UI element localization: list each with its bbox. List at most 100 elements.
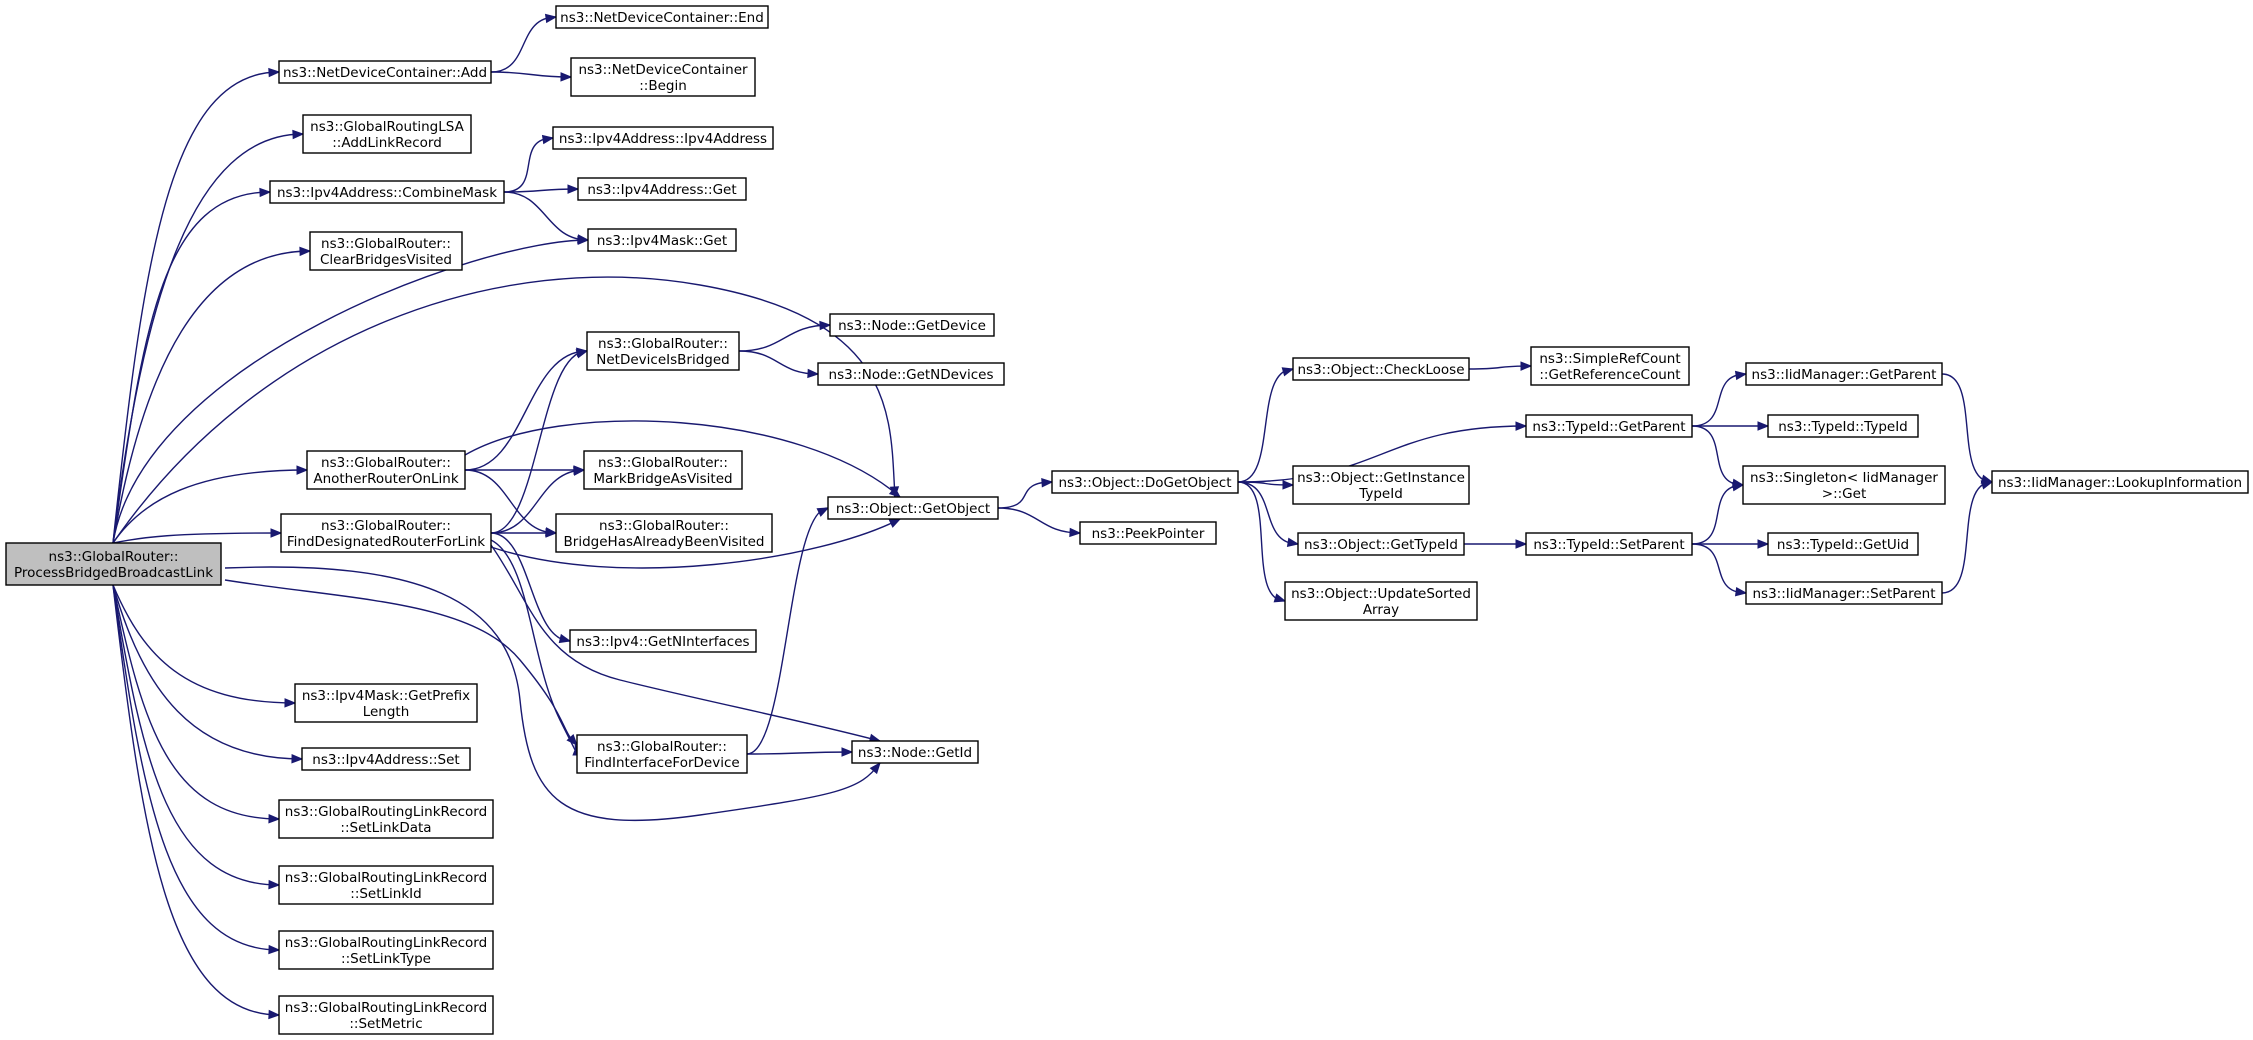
node-box: [577, 177, 747, 201]
node-label-line: ns3::Object::UpdateSorted: [1291, 586, 1471, 602]
node-label-line: ns3::Node::GetDevice: [838, 318, 986, 334]
node-label-line: FindInterfaceForDevice: [584, 755, 739, 771]
node-ipv4_getninterfaces[interactable]: ns3::Ipv4::GetNInterfaces: [569, 629, 757, 653]
edge-arrowhead: [1734, 586, 1748, 597]
node-box: [1292, 357, 1470, 381]
node-box: [278, 930, 494, 970]
edge-root-to-clearbridges: [112, 250, 311, 544]
edge-root-to-combinemask: [112, 191, 271, 544]
edge-arrowhead: [573, 466, 586, 476]
edge-iid_getparent-to-iid_lookup: [1941, 373, 1993, 483]
edge-finddesignated-to-markbridge: [490, 469, 585, 534]
edge-arrowhead: [1980, 480, 1994, 490]
node-finddesignated[interactable]: ns3::GlobalRouter::FindDesignatedRouterF…: [280, 513, 492, 553]
node-label-line: ns3::GlobalRoutingLinkRecord: [285, 935, 487, 951]
node-ipv4addr_get[interactable]: ns3::Ipv4Address::Get: [577, 177, 747, 201]
node-setlinkid[interactable]: ns3::GlobalRoutingLinkRecord::SetLinkId: [278, 865, 494, 905]
node-setlinktype[interactable]: ns3::GlobalRoutingLinkRecord::SetLinkTyp…: [278, 930, 494, 970]
edge-arrowhead: [1520, 361, 1533, 371]
edge-arrowhead: [558, 633, 572, 644]
node-dogetobject[interactable]: ns3::Object::DoGetObject: [1051, 470, 1239, 494]
node-netdevbridged[interactable]: ns3::GlobalRouter::NetDeviceIsBridged: [586, 331, 740, 371]
node-getrefcount[interactable]: ns3::SimpleRefCount::GetReferenceCount: [1530, 346, 1690, 386]
node-label-line: Length: [363, 704, 410, 720]
node-ipv4addr_ctor[interactable]: ns3::Ipv4Address::Ipv4Address: [552, 126, 774, 150]
edge-arrowhead: [1515, 539, 1528, 549]
node-setmetric[interactable]: ns3::GlobalRoutingLinkRecord::SetMetric: [278, 995, 494, 1035]
node-bridgevisited[interactable]: ns3::GlobalRouter::BridgeHasAlreadyBeenV…: [555, 513, 773, 553]
node-label-line: ::SetLinkType: [341, 951, 431, 967]
node-anotherrouter[interactable]: ns3::GlobalRouter::AnotherRouterOnLink: [306, 450, 466, 490]
node-label-line: ::SetLinkId: [350, 886, 421, 902]
node-ipv4mask_get[interactable]: ns3::Ipv4Mask::Get: [587, 228, 737, 252]
edge-root-to-finddesignated: [112, 532, 282, 544]
node-label-line: ns3::Node::GetId: [858, 745, 972, 761]
edge-root-to-ipv4mask_getprefix: [112, 584, 296, 704]
node-label-line: ::GetReferenceCount: [1539, 367, 1680, 383]
node-gettypeid[interactable]: ns3::Object::GetTypeId: [1297, 532, 1465, 556]
edge-arrowhead: [544, 13, 558, 24]
node-findinterface[interactable]: ns3::GlobalRouter::FindInterfaceForDevic…: [576, 734, 748, 774]
node-typeid_getuid[interactable]: ns3::TypeId::GetUid: [1767, 532, 1919, 556]
node-box: [1745, 362, 1943, 386]
node-box: [1530, 346, 1690, 386]
node-setlinkdata[interactable]: ns3::GlobalRoutingLinkRecord::SetLinkDat…: [278, 799, 494, 839]
edge-arrowhead: [560, 72, 573, 82]
node-root[interactable]: ns3::GlobalRouter::ProcessBridgedBroadca…: [5, 542, 222, 586]
edge-ndc_add-to-ndc_begin: [490, 71, 572, 78]
node-typeid_getparent[interactable]: ns3::TypeId::GetParent: [1525, 414, 1693, 438]
node-box: [278, 799, 494, 839]
node-box: [570, 57, 756, 97]
node-label-line: NetDeviceIsBridged: [596, 352, 729, 368]
node-ndc_end[interactable]: ns3::NetDeviceContainer::End: [555, 5, 769, 29]
node-iid_getparent[interactable]: ns3::IidManager::GetParent: [1745, 362, 1943, 386]
edge-root-to-setlinkdata: [112, 584, 280, 820]
node-combinemask[interactable]: ns3::Ipv4Address::CombineMask: [269, 180, 505, 204]
node-node_getid[interactable]: ns3::Node::GetId: [851, 740, 979, 764]
node-markbridge[interactable]: ns3::GlobalRouter::MarkBridgeAsVisited: [583, 450, 743, 490]
edge-arrowhead: [577, 234, 590, 244]
node-singleton_get[interactable]: ns3::Singleton< IidManager >::Get: [1742, 465, 1946, 505]
node-label-line: ns3::NetDeviceContainer::Add: [283, 65, 487, 81]
nodes-layer: ns3::GlobalRouter::ProcessBridgedBroadca…: [5, 5, 2249, 1035]
node-node_getdevice[interactable]: ns3::Node::GetDevice: [829, 313, 995, 337]
edge-arrowhead: [1281, 367, 1295, 377]
node-iid_setparent[interactable]: ns3::IidManager::SetParent: [1745, 581, 1943, 605]
node-ndc_begin[interactable]: ns3::NetDeviceContainer::Begin: [570, 57, 756, 97]
edge-dogetobject-to-updatesorted: [1237, 481, 1286, 602]
node-node_getndevices[interactable]: ns3::Node::GetNDevices: [817, 362, 1005, 386]
node-box: [1767, 532, 1919, 556]
node-clearbridges[interactable]: ns3::GlobalRouter::ClearBridgesVisited: [309, 231, 463, 271]
node-box: [576, 734, 748, 774]
node-ndc_add[interactable]: ns3::NetDeviceContainer::Add: [278, 60, 492, 84]
node-label-line: ns3::GlobalRoutingLinkRecord: [285, 870, 487, 886]
node-typeid_ctor[interactable]: ns3::TypeId::TypeId: [1767, 414, 1919, 438]
edge-finddesignated-to-netdevbridged: [490, 350, 588, 534]
node-peekpointer[interactable]: ns3::PeekPointer: [1079, 521, 1217, 545]
edge-root-to-ipv4addr_set: [112, 584, 303, 760]
node-box: [829, 313, 995, 337]
node-box: [309, 231, 463, 271]
node-label-line: ClearBridgesVisited: [320, 252, 452, 268]
node-ipv4addr_set[interactable]: ns3::Ipv4Address::Set: [301, 747, 471, 771]
edge-arrowhead: [259, 187, 272, 198]
node-getobject[interactable]: ns3::Object::GetObject: [827, 496, 999, 520]
node-typeid_setparent[interactable]: ns3::TypeId::SetParent: [1525, 532, 1693, 556]
node-checkloose[interactable]: ns3::Object::CheckLoose: [1292, 357, 1470, 381]
node-label-line: ns3::Ipv4Address::CombineMask: [277, 185, 497, 201]
node-iid_lookup[interactable]: ns3::IidManager::LookupInformation: [1991, 470, 2249, 494]
edge-arrowhead: [292, 129, 305, 140]
node-box: [1284, 581, 1478, 621]
node-box: [1292, 465, 1470, 505]
edge-dogetobject-to-typeid_getparent: [1237, 425, 1527, 483]
node-addlinkrecord[interactable]: ns3::GlobalRoutingLSA::AddLinkRecord: [302, 114, 472, 154]
edge-arrowhead: [888, 518, 902, 528]
edge-typeid_getparent-to-singleton_get: [1691, 425, 1744, 486]
edge-root-to-setlinkid: [112, 584, 280, 886]
edge-root-to-setmetric: [112, 584, 280, 1016]
edge-arrowhead: [819, 320, 832, 331]
node-label-line: ::SetLinkData: [340, 820, 431, 836]
